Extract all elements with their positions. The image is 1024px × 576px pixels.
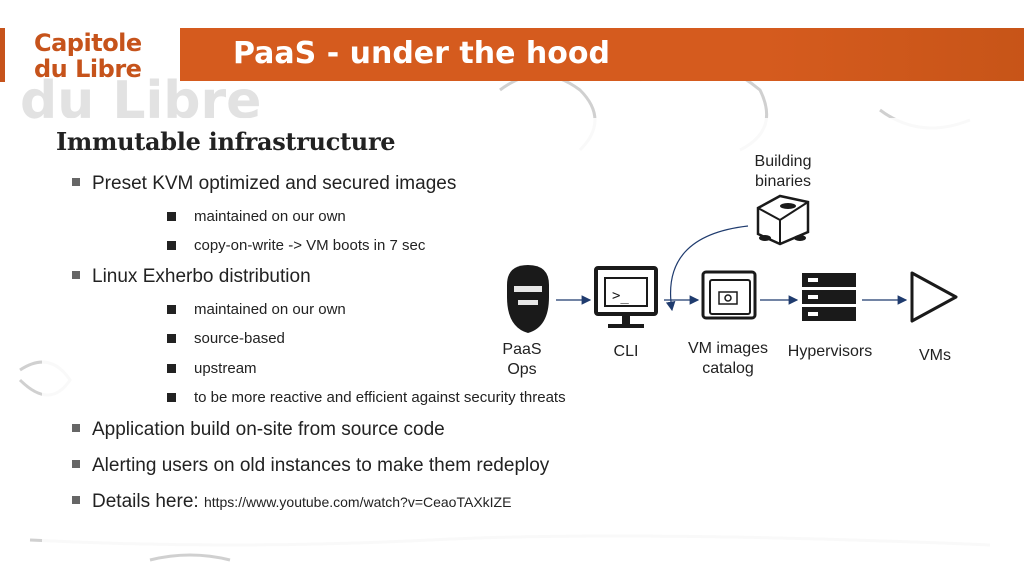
square-bullet-marker <box>167 364 176 373</box>
sub-bullet: upstream <box>167 360 257 377</box>
youtube-link[interactable]: https://www.youtube.com/watch?v=CeaoTAXk… <box>203 494 512 510</box>
logo-text-line1: Capitole <box>34 29 142 57</box>
bullet-marker <box>72 423 80 432</box>
bullet-marker <box>72 459 80 468</box>
bullet-marker <box>72 495 80 504</box>
section-heading: Immutable infrastructure <box>56 127 396 156</box>
square-bullet-marker <box>167 212 176 221</box>
label-hypervisors: Hypervisors <box>787 343 873 360</box>
bullet-marker <box>72 270 80 279</box>
logo-accent-bar <box>0 28 5 82</box>
sub-bullet-text: maintained on our own <box>194 208 346 225</box>
sub-bullet: copy-on-write -> VM boots in 7 sec <box>167 237 426 254</box>
bullet-preset-kvm: Preset KVM optimized and secured images <box>72 173 456 195</box>
bullet-text: Details here: <box>92 491 199 512</box>
bullet-alerting: Alerting users on old instances to make … <box>72 455 549 477</box>
content-panel <box>42 118 1012 548</box>
label-cli: CLI <box>613 343 639 360</box>
bullet-details: Details here: https://www.youtube.com/wa… <box>72 491 511 513</box>
sub-bullet-text: copy-on-write -> VM boots in 7 sec <box>194 237 426 254</box>
sub-bullet: maintained on our own <box>167 208 346 225</box>
bullet-marker <box>72 177 80 186</box>
sub-bullet-text: to be more reactive and efficient agains… <box>194 389 566 406</box>
bullet-text: Alerting users on old instances to make … <box>92 455 550 476</box>
bullet-text: Linux Exherbo distribution <box>92 266 311 287</box>
bullet-exherbo: Linux Exherbo distribution <box>72 266 311 288</box>
bullet-text: Preset KVM optimized and secured images <box>92 173 457 194</box>
square-bullet-marker <box>167 241 176 250</box>
title-bar-fade <box>764 28 1024 81</box>
bullet-app-build: Application build on-site from source co… <box>72 419 445 441</box>
square-bullet-marker <box>167 393 176 402</box>
title-bar: PaaS - under the hood <box>180 28 1024 81</box>
square-bullet-marker <box>167 305 176 314</box>
sub-bullet: maintained on our own <box>167 301 346 318</box>
square-bullet-marker <box>167 334 176 343</box>
sub-bullet: source-based <box>167 330 285 347</box>
bullet-text: Application build on-site from source co… <box>92 419 445 440</box>
capitole-du-libre-logo: Capitole du Libre <box>0 28 180 82</box>
label-vms: VMs <box>919 347 951 364</box>
logo-text-line2: du Libre <box>34 55 142 83</box>
sub-bullet-text: source-based <box>194 330 285 347</box>
sub-bullet-text: maintained on our own <box>194 301 346 318</box>
sub-bullet: to be more reactive and efficient agains… <box>167 389 566 406</box>
slide-title: PaaS - under the hood <box>233 36 610 71</box>
sub-bullet-text: upstream <box>194 360 257 377</box>
